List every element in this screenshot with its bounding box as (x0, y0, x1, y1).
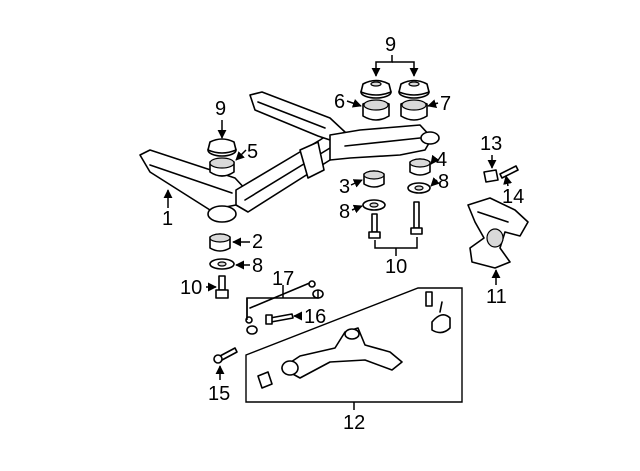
callout-2: 2 (252, 231, 263, 253)
callout-labels: 9 9 6 7 5 4 8 3 8 1 2 10 8 10 17 16 15 1… (162, 34, 524, 434)
leader-lines (163, 55, 513, 410)
callout-8-right: 8 (438, 171, 449, 193)
upper-mount-9-mid (360, 79, 392, 99)
callout-7: 7 (440, 93, 451, 115)
bolt-15 (213, 347, 238, 364)
washer-8-mid (362, 199, 386, 211)
control-arm-frame (245, 287, 463, 403)
callout-11: 11 (486, 286, 507, 308)
upper-mount-9-left (207, 138, 237, 157)
washer-8-left (209, 258, 235, 270)
bushing-3 (363, 170, 385, 188)
bushing-2 (209, 233, 231, 252)
nut-13 (483, 169, 499, 183)
bolt-10-left (215, 275, 229, 299)
bushing-6 (362, 99, 390, 121)
lower-control-arm (257, 327, 403, 389)
callout-12: 12 (343, 412, 365, 434)
callout-14: 14 (502, 186, 524, 208)
callout-10-left: 10 (180, 277, 202, 299)
callout-15: 15 (208, 383, 230, 405)
callout-6: 6 (334, 91, 345, 113)
crossmember-frame (139, 91, 440, 223)
ball-joint (425, 291, 451, 334)
callout-17: 17 (272, 268, 294, 290)
bolt-14 (499, 165, 519, 179)
callout-9-left: 9 (215, 98, 226, 120)
callout-4: 4 (436, 149, 447, 171)
bolts-10-right (368, 201, 423, 239)
callout-9-top: 9 (385, 34, 396, 56)
bushing-7 (400, 99, 428, 121)
upper-mount-9-right (398, 79, 430, 99)
bushing-4 (409, 158, 431, 176)
callout-1: 1 (162, 208, 173, 230)
callout-13: 13 (480, 133, 502, 155)
bushing-5 (209, 157, 235, 177)
knuckle-11 (467, 197, 529, 269)
callout-8-left: 8 (252, 255, 263, 277)
callout-8-mid: 8 (339, 201, 350, 223)
bolt-16 (265, 313, 294, 325)
callout-3: 3 (339, 176, 350, 198)
callout-16: 16 (304, 306, 326, 328)
callout-5: 5 (247, 141, 258, 163)
washer-8-right (407, 182, 431, 194)
callout-10-right: 10 (385, 256, 407, 278)
